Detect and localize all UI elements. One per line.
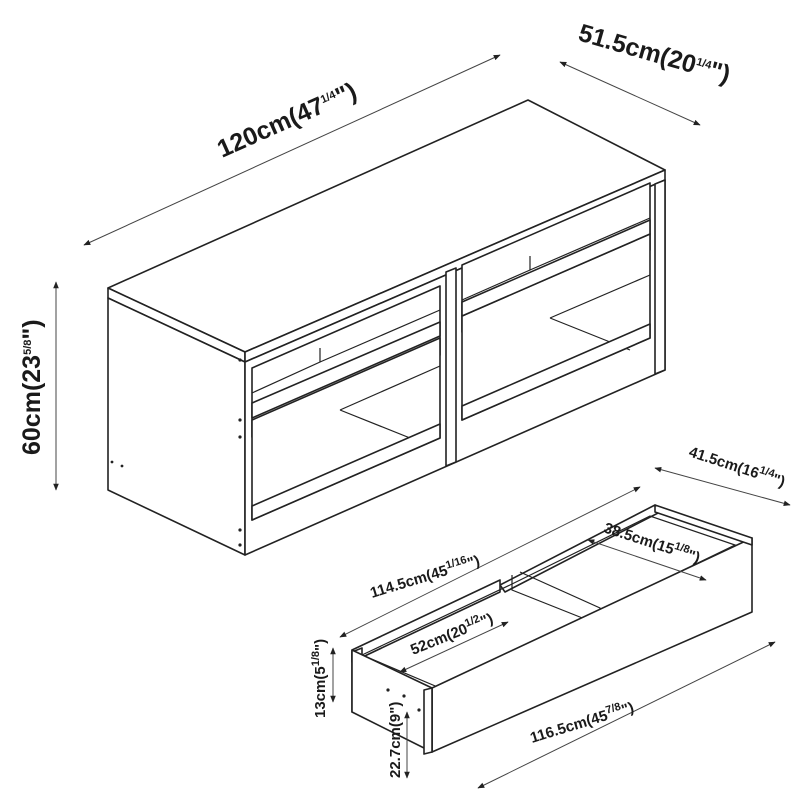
drawer-height-dimension-label: 13cm(51/8"): [310, 639, 329, 718]
drawer-compartment-dimension-label: 38.5cm(151/8"): [602, 518, 703, 567]
height-dimension-label: 60cm(235/8"): [18, 319, 46, 455]
dimension-arrows: [53, 54, 791, 789]
drawer-depth-dimension-label: 41.5cm(161/4"): [687, 442, 788, 491]
cabinet-drawing: [107, 99, 666, 556]
width-dimension-label: 120cm(471/4"): [213, 77, 361, 163]
drawer-front-height-dimension-label: 22.7cm(9"): [387, 702, 404, 778]
drawer-drawing: [351, 504, 753, 755]
depth-dimension-label: 51.5cm(201/4"): [575, 19, 733, 89]
drawer-front-width-dimension-label: 116.5cm(457/8"): [528, 697, 636, 747]
